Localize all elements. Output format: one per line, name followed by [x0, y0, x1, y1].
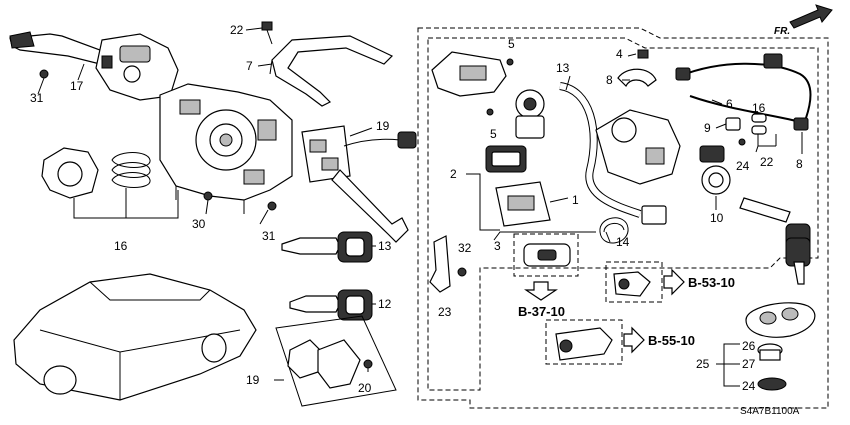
steering-lock-assembly: [595, 109, 681, 185]
direction-label: FR.: [774, 26, 790, 37]
label-2: 7: [246, 59, 253, 73]
reference-b53-group: [605, 261, 685, 303]
reference-b37: B-37-10: [518, 304, 565, 319]
label-9: 13: [378, 239, 392, 253]
door-lock-set-20: [275, 315, 397, 407]
key-receiver: [485, 145, 527, 173]
immobilizer-unit-1: [495, 181, 551, 227]
label-28: 24: [736, 159, 750, 173]
catalog-code: S4A7B1100A: [740, 406, 800, 417]
label-23: 8: [606, 73, 613, 87]
bracket-7: [269, 35, 394, 107]
label-27: 22: [760, 155, 774, 169]
ignition-switch: [515, 89, 545, 139]
key-cylinder-housing: [431, 51, 507, 97]
label-26: 9: [704, 121, 711, 135]
screws-5: [486, 58, 514, 116]
label-8: 31: [262, 229, 276, 243]
harness-14: [559, 82, 667, 225]
part-number-labels: 22 7 17 31 19 30 16 31 13 12 19 20 32 23…: [30, 23, 803, 395]
label-22: 4: [616, 47, 623, 61]
group-border-inner: [427, 37, 819, 391]
label-5: 19: [376, 119, 390, 133]
label-7: 16: [114, 239, 128, 253]
key-12: [289, 289, 373, 321]
cancel-cam-and-spring: [41, 147, 179, 219]
bracket-24: [429, 235, 451, 293]
screw-30: [203, 191, 213, 215]
small-parts-8-22-25: [725, 113, 777, 147]
cable-reel-assembly: [159, 83, 293, 214]
label-29: 10: [710, 211, 724, 225]
label-24: 6: [726, 97, 733, 111]
label-1: 22: [230, 23, 244, 37]
reference-b37-group: [513, 233, 579, 301]
label-17: 5: [508, 37, 515, 51]
label-11: 19: [246, 373, 260, 387]
reference-b55: B-55-10: [648, 333, 695, 348]
label-3: 17: [70, 79, 84, 93]
wiper-switch-19: [301, 125, 417, 243]
bolt-23: [261, 21, 273, 45]
label-13: 32: [458, 241, 472, 255]
label-25: 16: [752, 101, 766, 115]
leader-lines: [77, 27, 803, 381]
remote-transmitter-27: [716, 302, 816, 391]
label-16: 3: [494, 239, 501, 253]
label-19: 1: [572, 193, 579, 207]
holder-9: [617, 68, 657, 88]
label-31: 26: [742, 339, 756, 353]
clamp-15: [599, 217, 629, 244]
label-18: 5: [490, 127, 497, 141]
combination-switch-left: [9, 31, 179, 101]
label-15: 2: [450, 167, 457, 181]
reference-b55-group: [545, 319, 645, 365]
label-14: 23: [438, 305, 452, 319]
label-12: 20: [358, 381, 372, 395]
label-4: 31: [30, 91, 44, 105]
label-30: 8: [796, 157, 803, 171]
screw-31-center: [259, 201, 277, 225]
key-13: [281, 231, 373, 263]
label-21: 14: [616, 235, 630, 249]
harness-16: [675, 53, 812, 131]
reference-b53: B-53-10: [688, 275, 735, 290]
transponder-ring-11: [699, 145, 731, 195]
key-fob-keys: [739, 197, 811, 285]
label-33: 27: [742, 357, 756, 371]
label-10: 12: [378, 297, 392, 311]
label-20: 13: [556, 61, 570, 75]
label-6: 30: [192, 217, 206, 231]
vehicle-silhouette: [13, 273, 257, 401]
front-direction-arrow: FR.: [774, 4, 833, 37]
bolt-4: [637, 49, 649, 59]
label-34: 24: [742, 379, 756, 393]
label-32: 25: [696, 357, 710, 371]
bolt-32: [457, 267, 467, 277]
screw-31-left: [37, 69, 49, 95]
